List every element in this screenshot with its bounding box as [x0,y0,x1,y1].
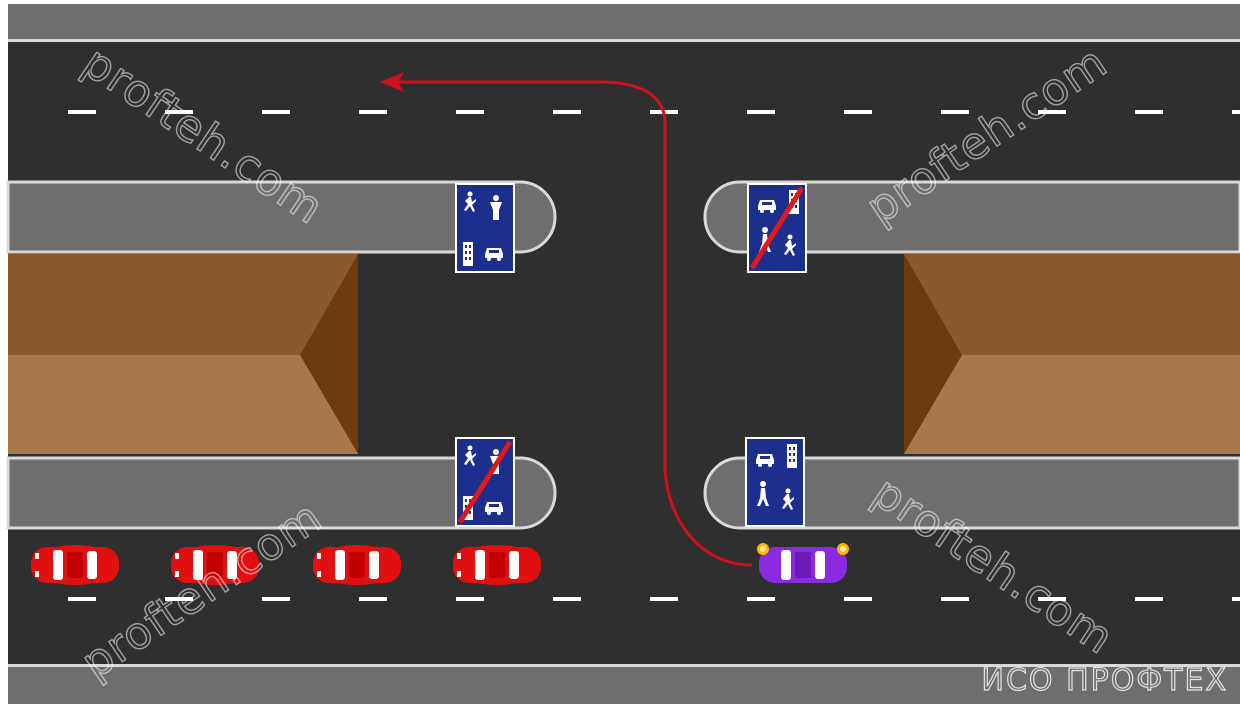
active-car [757,543,849,583]
lane-dash [262,110,290,114]
lane-dash [941,110,969,114]
parked-car-1 [31,545,119,585]
top-curb [8,39,1240,42]
lane-dash [844,597,872,601]
lane-dash [165,597,193,601]
left-building [8,254,358,454]
route-arrow [380,72,753,567]
sign-residential-zone-end-lower-left [456,438,514,526]
lane-marking-bottom [68,597,1240,601]
bottom-sidewalk [8,666,1240,704]
sidewalk-upper-right [703,180,1240,254]
lane-dash [262,597,290,601]
sign-residential-zone-start-lower-right [746,438,804,526]
lane-dash [1038,597,1066,601]
lane-dash [1038,110,1066,114]
parked-car-3 [313,545,401,585]
top-sidewalk [8,4,1240,40]
lane-dash [553,597,581,601]
lane-dash [456,597,484,601]
lane-dash [456,110,484,114]
sign-residential-zone-start-upper-left [456,184,514,272]
sidewalk-lower-left [6,456,557,530]
right-building [904,254,1240,454]
sidewalk-upper-left [6,180,557,254]
lane-dash [1232,110,1240,114]
lane-dash [844,110,872,114]
lane-dash [359,110,387,114]
parked-car-4 [453,545,541,585]
lane-dash [1135,110,1163,114]
lane-dash [1135,597,1163,601]
sign-residential-zone-end-upper-right [748,184,806,272]
lane-dash [747,110,775,114]
lane-dash [165,110,193,114]
lane-dash [68,110,96,114]
lane-dash [553,110,581,114]
hazard-light-right [837,543,849,555]
lane-dash [747,597,775,601]
brand-logo-text: ИСО ПРОФТЕХ [982,663,1228,698]
lane-dash [1232,597,1240,601]
sidewalk-lower-right [703,456,1240,530]
hazard-light-left [757,543,769,555]
lane-dash [359,597,387,601]
bottom-curb [8,664,1240,667]
lane-dash [941,597,969,601]
lane-dash [68,597,96,601]
lane-dash [650,597,678,601]
